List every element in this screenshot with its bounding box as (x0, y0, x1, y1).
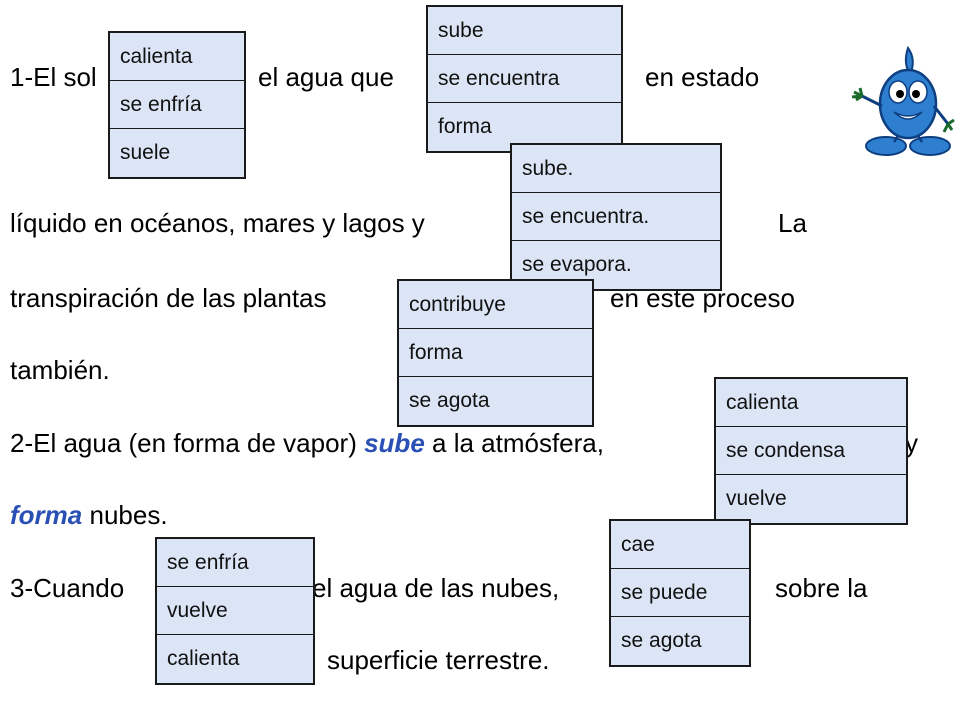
dropdown-1[interactable]: calienta se enfría suele (108, 31, 246, 179)
dropdown-3-option-3[interactable]: se evapora. (522, 253, 632, 276)
dropdown-7-option-3[interactable]: se agota (621, 629, 702, 652)
sentence-2-part-b: a la atmósfera, (432, 428, 604, 458)
sentence-1-part-d: líquido en océanos, mares y lagos y (10, 208, 425, 238)
sentence-1-part-h: también. (10, 355, 110, 385)
sentence-2-part-a: 2-El agua (en forma de vapor) (10, 428, 357, 458)
sentence-1-part-a: 1-El sol (10, 62, 97, 92)
dropdown-7-option-1[interactable]: cae (611, 521, 749, 569)
dropdown-2-option-2[interactable]: se encuentra (428, 55, 621, 103)
sentence-2-line-1: 2-El agua (en forma de vapor) sube a la … (10, 428, 604, 459)
dropdown-6-option-1[interactable]: se enfría (157, 539, 313, 587)
sentence-2-part-c: y (905, 428, 918, 458)
sentence-3-part-a: 3-Cuando (10, 573, 125, 603)
dropdown-5-option-2[interactable]: se condensa (716, 427, 906, 475)
dropdown-4-option-3[interactable]: se agota (409, 389, 490, 412)
sentence-1-part-e: La (778, 208, 807, 238)
water-drop-mascot-icon (851, 45, 955, 156)
sentence-1-part-f: transpiración de las plantas (10, 283, 327, 313)
dropdown-6-option-2[interactable]: vuelve (157, 587, 313, 635)
dropdown-3-option-1[interactable]: sube. (512, 145, 720, 193)
dropdown-3[interactable]: sube. se encuentra. se evapora. (510, 143, 722, 291)
sentence-3-part-c: sobre la (775, 573, 868, 603)
dropdown-5-option-3[interactable]: vuelve (726, 487, 787, 510)
dropdown-7-option-2[interactable]: se puede (611, 569, 749, 617)
dropdown-7[interactable]: cae se puede se agota (609, 519, 751, 667)
dropdown-4-option-2[interactable]: forma (399, 329, 592, 377)
sentence-1-part-b: el agua que (258, 62, 394, 92)
dropdown-5[interactable]: calienta se condensa vuelve (714, 377, 908, 525)
sentence-3-part-d: superficie terrestre. (327, 645, 550, 675)
dropdown-2-option-3[interactable]: forma (438, 115, 492, 138)
dropdown-5-option-1[interactable]: calienta (716, 379, 906, 427)
dropdown-1-option-3[interactable]: suele (120, 141, 171, 164)
sentence-2-part-d: nubes. (89, 500, 168, 530)
sentence-1-part-c: en estado (645, 62, 760, 92)
dropdown-4[interactable]: contribuye forma se agota (397, 279, 594, 427)
sentence-3-part-b: el agua de las nubes, (312, 573, 560, 603)
dropdown-2[interactable]: sube se encuentra forma (426, 5, 623, 153)
dropdown-6[interactable]: se enfría vuelve calienta (155, 537, 315, 685)
dropdown-1-option-1[interactable]: calienta (110, 33, 244, 81)
dropdown-2-option-1[interactable]: sube (428, 7, 621, 55)
dropdown-6-option-3[interactable]: calienta (167, 647, 240, 670)
sentence-2-line-2: forma nubes. (10, 500, 168, 531)
dropdown-1-option-2[interactable]: se enfría (110, 81, 244, 129)
answer-sube: sube (364, 428, 425, 458)
dropdown-4-option-1[interactable]: contribuye (399, 281, 592, 329)
answer-forma: forma (10, 500, 83, 530)
dropdown-3-option-2[interactable]: se encuentra. (512, 193, 720, 241)
